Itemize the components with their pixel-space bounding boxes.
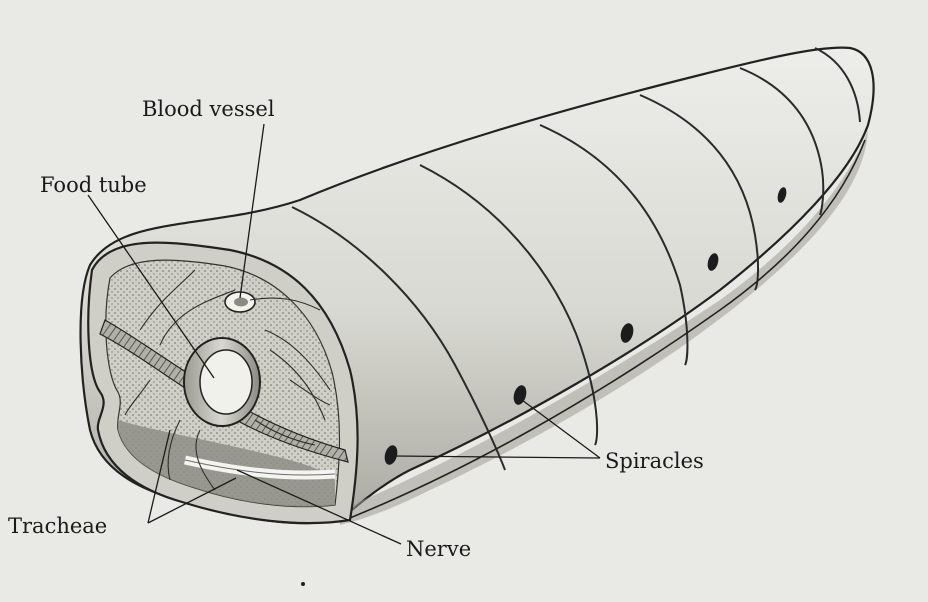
- dot-mark: [301, 582, 305, 586]
- label-tracheae: Tracheae: [8, 514, 107, 538]
- food-tube-lumen: [200, 350, 252, 414]
- label-spiracles: Spiracles: [605, 449, 704, 473]
- label-nerve: Nerve: [406, 537, 471, 561]
- label-food-tube: Food tube: [40, 173, 147, 197]
- label-blood-vessel: Blood vessel: [142, 97, 275, 121]
